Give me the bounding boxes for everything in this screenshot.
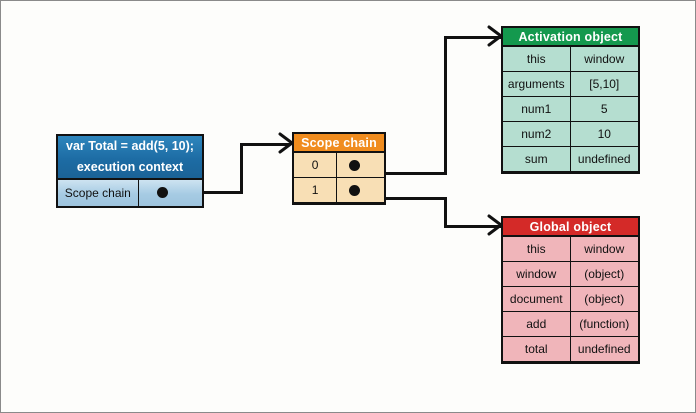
table-row: num2 10: [503, 122, 638, 147]
activation-object-title: Activation object: [503, 28, 638, 47]
execution-context-header-line1: var Total = add(5, 10);: [66, 139, 194, 153]
activation-value-3: 10: [597, 127, 611, 141]
global-key-4: total: [503, 337, 571, 361]
activation-value-1: [5,10]: [589, 77, 620, 91]
connector-scope1-to-global-segment-h1: [364, 197, 447, 200]
connector-exec-to-scope-segment-h2: [240, 143, 290, 146]
global-value-0: window: [584, 242, 625, 256]
execution-context-header-line2: execution context: [76, 160, 184, 174]
global-key-3: add: [503, 312, 571, 336]
activation-value-0: window: [584, 52, 625, 66]
table-row: num1 5: [503, 97, 638, 122]
connector-scope0-to-activation-segment-h1: [364, 172, 447, 175]
pointer-dot: [349, 160, 361, 171]
activation-key-2: num1: [503, 97, 571, 121]
connector-scope0-to-activation-segment-h2: [444, 36, 501, 39]
execution-context-scope-chain-label: Scope chain: [58, 180, 139, 206]
execution-context-scope-chain-row[interactable]: Scope chain: [58, 180, 202, 206]
global-key-0: this: [503, 237, 571, 261]
global-key-1: window: [503, 262, 571, 286]
execution-context-scope-chain-pointer[interactable]: [139, 180, 202, 206]
global-value-2: (object): [584, 292, 625, 306]
table-row: window (object): [503, 262, 638, 287]
scope-chain-index-0: 0: [294, 153, 338, 177]
scope-chain-index-1: 1: [294, 178, 338, 202]
global-key-2: document: [503, 287, 571, 311]
activation-value-2: 5: [600, 102, 608, 116]
table-row: this window: [503, 47, 638, 72]
activation-object-box[interactable]: Activation object this window arguments …: [501, 26, 640, 174]
connector-exec-to-scope-segment-v: [240, 143, 243, 194]
activation-key-0: this: [503, 47, 571, 71]
connector-scope1-to-global-segment-v: [444, 197, 447, 228]
scope-chain-row-1[interactable]: 1: [294, 178, 384, 203]
pointer-dot: [349, 185, 361, 196]
scope-chain-box[interactable]: Scope chain 0 1: [292, 132, 386, 205]
global-value-4: undefined: [577, 342, 631, 356]
connector-scope0-to-activation-segment-v: [444, 36, 447, 175]
table-row: arguments [5,10]: [503, 72, 638, 97]
table-row: add (function): [503, 312, 638, 337]
activation-value-4: undefined: [577, 152, 631, 166]
table-row: document (object): [503, 287, 638, 312]
activation-key-4: sum: [503, 147, 571, 171]
execution-context-box[interactable]: var Total = add(5, 10); execution contex…: [56, 134, 204, 208]
activation-key-3: num2: [503, 122, 571, 146]
execution-context-header: var Total = add(5, 10); execution contex…: [58, 136, 202, 180]
scope-chain-title: Scope chain: [294, 134, 384, 153]
connector-scope1-to-global-segment-h2: [444, 225, 501, 228]
connector-exec-to-scope-segment-h1: [177, 191, 243, 194]
pointer-dot: [156, 187, 168, 198]
table-row: this window: [503, 237, 638, 262]
global-value-3: (function): [579, 317, 630, 331]
global-object-title: Global object: [503, 218, 638, 237]
scope-chain-pointer-0[interactable]: [337, 153, 384, 177]
scope-chain-pointer-1[interactable]: [337, 178, 384, 202]
table-row: total undefined: [503, 337, 638, 362]
global-value-1: (object): [584, 267, 625, 281]
table-row: sum undefined: [503, 147, 638, 172]
scope-chain-row-0[interactable]: 0: [294, 153, 384, 178]
activation-key-1: arguments: [503, 72, 571, 96]
global-object-box[interactable]: Global object this window window (object…: [501, 216, 640, 364]
